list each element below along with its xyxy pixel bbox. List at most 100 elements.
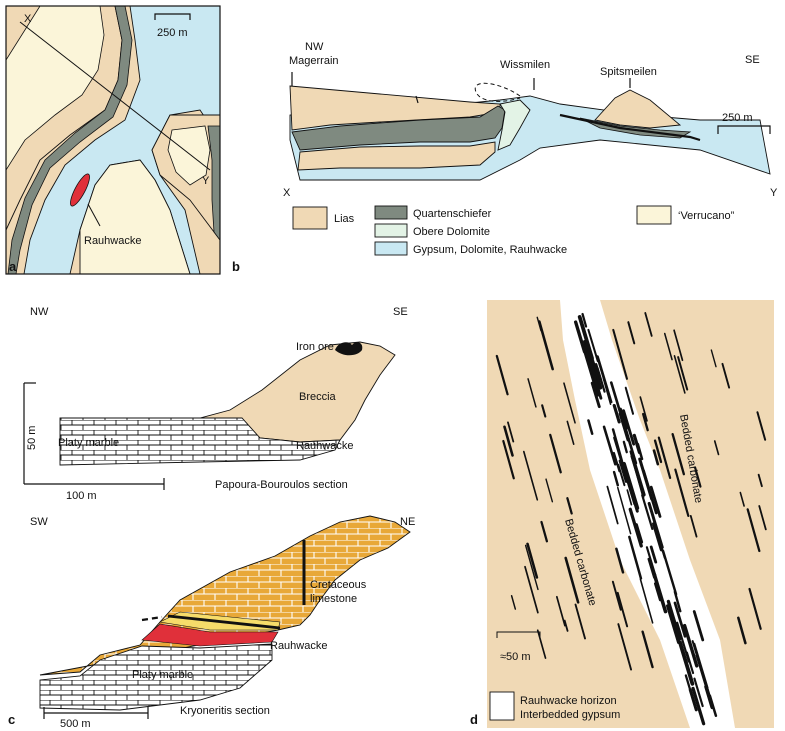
bedding-streak	[545, 478, 554, 503]
bedding-streak	[652, 449, 660, 466]
lias-lower	[297, 141, 496, 171]
gypsum-streak	[647, 501, 664, 549]
gypsum-streak	[638, 457, 654, 501]
scale-500m-label: 500 m	[60, 718, 91, 730]
gypsum-streak	[594, 363, 602, 381]
bedding-streak	[606, 485, 619, 525]
bedding-streak	[639, 578, 654, 624]
gypsum-streak	[688, 688, 698, 712]
legend-gypsum: Gypsum, Dolomite, Rauhwacke	[413, 244, 567, 256]
bedding-streak	[564, 556, 580, 604]
bedding-streak	[639, 396, 648, 422]
kryoneritis-section-label: Kryoneritis section	[180, 705, 270, 717]
panel-d-legend1: Rauhwacke horizon	[520, 695, 617, 707]
panel-b-magerrain: Magerrain	[289, 55, 339, 67]
bedding-streak	[510, 595, 517, 610]
bedding-streak	[566, 497, 573, 515]
bedding-streak	[615, 547, 625, 574]
bedding-streak	[748, 587, 762, 630]
rauhwacke-band	[141, 623, 279, 647]
gypsum-streak	[673, 601, 687, 638]
gypsum-streak	[583, 348, 600, 397]
gypsum-streak	[652, 572, 668, 614]
bedding-streak	[555, 595, 566, 627]
gypsum-streak	[682, 623, 699, 668]
bedding-streak	[626, 489, 633, 506]
legend-verrucano-swatch	[636, 205, 672, 225]
bedding-streak	[663, 332, 673, 361]
gypsum-streak	[692, 610, 705, 642]
bedding-streak	[495, 354, 509, 396]
bedding-streak	[563, 382, 576, 424]
gypsum-streak	[649, 485, 662, 518]
bedding-streak	[549, 433, 562, 474]
bedding-streak	[653, 439, 663, 464]
bedding-streak	[538, 320, 554, 371]
rauhwacke-leader	[87, 203, 101, 227]
gypsum-streak	[693, 677, 704, 708]
gypsum-streak	[632, 433, 642, 455]
bedding-streak	[536, 629, 547, 659]
gypsum-streak	[661, 549, 678, 596]
gypsum-streak	[618, 459, 628, 483]
bedding-streak	[757, 473, 763, 488]
bedding-streak	[756, 411, 767, 441]
gypsum-streak	[691, 686, 706, 726]
rauhwacke-bottom-label: Rauhwacke	[270, 640, 327, 652]
panel-a-scale-bar	[154, 13, 191, 20]
panel-b-se: SE	[745, 54, 760, 66]
gypsum-streak	[613, 436, 626, 471]
quartenschiefer-east	[207, 125, 220, 241]
breccia-label: Breccia	[299, 391, 337, 403]
legend-gypsum-swatch	[374, 241, 408, 256]
gypsum-streak	[573, 320, 587, 354]
bedding-streak	[611, 580, 622, 611]
panel-a-frame	[5, 5, 221, 275]
bedding-streak	[616, 591, 629, 628]
verrucano-east	[167, 125, 211, 186]
tick-mid	[415, 95, 419, 104]
panel-a-scale: 250 m	[157, 27, 188, 39]
gypsum-streak	[649, 545, 658, 564]
panel-a-x: X	[24, 13, 32, 25]
gypsum-streak	[630, 454, 646, 497]
gypsum-streak	[612, 451, 621, 473]
bedding-streak	[713, 440, 720, 456]
bedding-streak	[657, 436, 672, 480]
bedding-streak	[587, 419, 594, 435]
gypsum-streak	[590, 381, 601, 409]
platy-marble-top-label: Platy marble	[58, 437, 119, 449]
bedding-streak	[524, 565, 539, 614]
bedding-streak	[627, 321, 636, 345]
gypsum-streak	[666, 599, 682, 641]
bedding-streak	[527, 378, 537, 408]
bedding-streak	[581, 312, 588, 328]
panel-b-letter: b	[232, 259, 240, 274]
thrust-line	[559, 113, 701, 142]
bedding-streak	[673, 329, 684, 362]
verrucano-area	[79, 159, 191, 274]
gypsum-streak	[622, 461, 640, 510]
panel-d-scale-bar	[496, 631, 541, 638]
gypsum-streak	[691, 640, 704, 675]
bedding-streak	[624, 386, 635, 415]
panel-d-legend-swatch	[489, 691, 515, 721]
gypsum-streak	[704, 684, 715, 710]
bedding-streak	[523, 450, 539, 501]
platy-marble-top	[59, 417, 341, 466]
bedding-streak	[612, 470, 620, 487]
bedding-streak	[746, 508, 761, 553]
spitsmeilen-hill	[594, 89, 682, 129]
legend-obere-swatch	[374, 223, 408, 238]
platy-marble-bottom	[39, 643, 273, 711]
bedding-streak	[737, 616, 747, 645]
horizontal-scale-label: 100 m	[66, 490, 97, 502]
gypsum-streak	[666, 604, 680, 644]
gypsum-streak	[609, 381, 625, 424]
thrust-dashed-extension	[141, 615, 163, 622]
verrucano-west	[6, 6, 105, 171]
obere-dolomite-layer	[497, 99, 531, 151]
panel-c-top-section: NW SE Iron ore Breccia Platy marble Rauh…	[23, 306, 408, 502]
legend-verrucano: ‘Verrucano”	[678, 210, 735, 222]
